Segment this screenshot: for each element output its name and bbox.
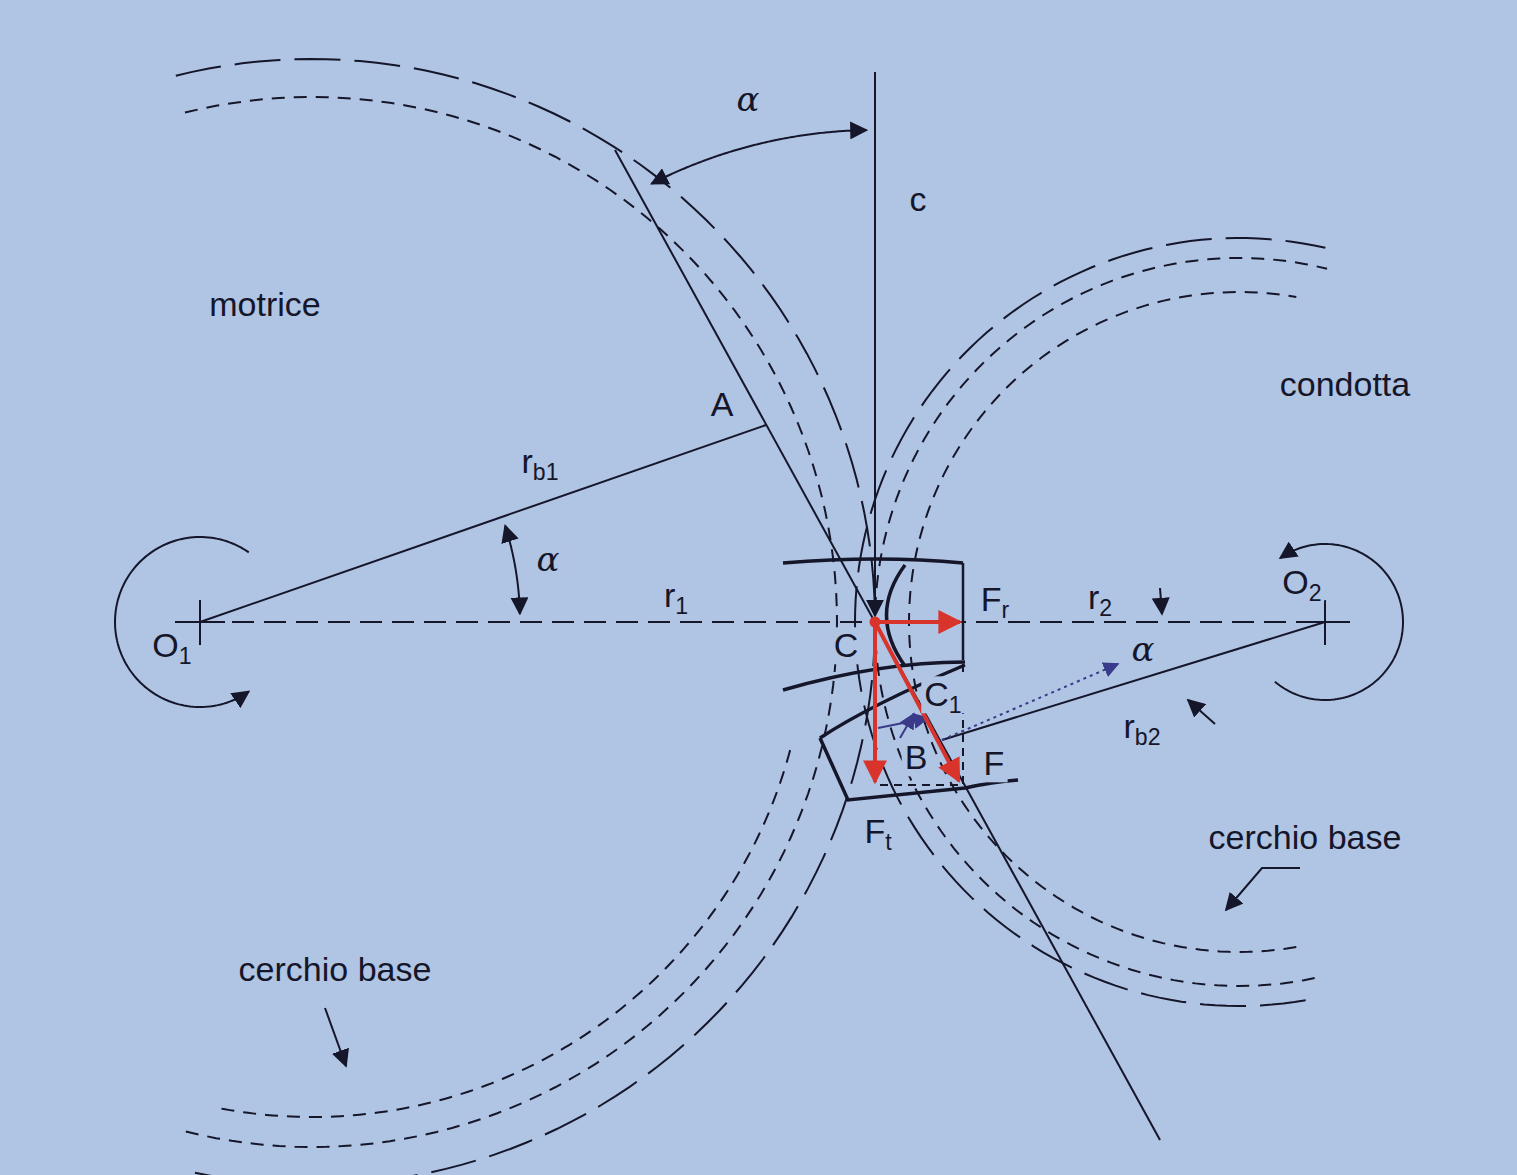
tooth-profile — [962, 563, 965, 660]
angle-label: α — [1129, 631, 1158, 668]
part-label: motrice — [206, 286, 323, 323]
symbol-label: O1 — [149, 627, 194, 664]
velocity-arrow — [900, 714, 914, 738]
symbol-label: r2 — [1085, 579, 1115, 616]
symbol-label: C1 — [921, 676, 964, 713]
velocity-arrows — [878, 714, 928, 738]
gear-circle — [875, 258, 1327, 986]
tooth-profiles — [783, 559, 1018, 800]
angle-label: α — [734, 81, 763, 118]
leader-line — [1226, 868, 1300, 910]
angle-arc — [115, 537, 249, 707]
part-label: cerchio base — [1206, 819, 1405, 856]
angle-arc — [505, 526, 520, 614]
angle-arrow — [1188, 700, 1215, 724]
angle-arc — [1275, 544, 1403, 700]
angle-arc — [652, 130, 867, 184]
tooth-profile — [820, 665, 965, 738]
dotted-line — [942, 664, 1118, 740]
velocity-arrow — [878, 718, 928, 728]
symbol-label: rb2 — [1120, 708, 1163, 745]
force-vectors — [875, 622, 960, 782]
symbol-label: A — [708, 386, 737, 423]
tooth-profile — [783, 559, 963, 563]
symbol-label: r1 — [661, 577, 691, 614]
leader-line — [325, 1008, 346, 1066]
centre-cross — [1300, 600, 1350, 645]
gear-circle — [218, 750, 791, 1117]
symbol-label: c — [907, 181, 930, 218]
base-radius-line — [200, 425, 766, 622]
force-rectangle — [875, 622, 963, 785]
part-label: cerchio base — [236, 951, 435, 988]
line-of-action — [615, 150, 1160, 1140]
gear-circle — [855, 238, 1325, 1006]
symbol-label: Fr — [978, 581, 1012, 618]
angle-label: α — [534, 541, 563, 578]
part-label: condotta — [1277, 366, 1413, 403]
pitch-radius-line — [200, 621, 870, 623]
force-vector — [873, 622, 877, 782]
force-vector — [875, 620, 960, 624]
symbol-label: C — [831, 627, 862, 664]
angle-arrow — [1160, 588, 1162, 614]
centre-line — [874, 72, 876, 616]
gear-circle — [176, 59, 875, 1175]
tooth-profile — [820, 738, 1018, 800]
symbol-label: rb1 — [518, 443, 561, 480]
symbol-label: O2 — [1279, 564, 1324, 601]
pitch-point — [870, 617, 881, 628]
construction-lines — [175, 72, 1350, 1140]
force-vector — [875, 622, 959, 781]
gear-circles — [115, 59, 1403, 1175]
symbol-label: Ft — [861, 813, 894, 850]
symbol-label: F — [981, 745, 1008, 782]
symbol-label: B — [902, 739, 931, 776]
